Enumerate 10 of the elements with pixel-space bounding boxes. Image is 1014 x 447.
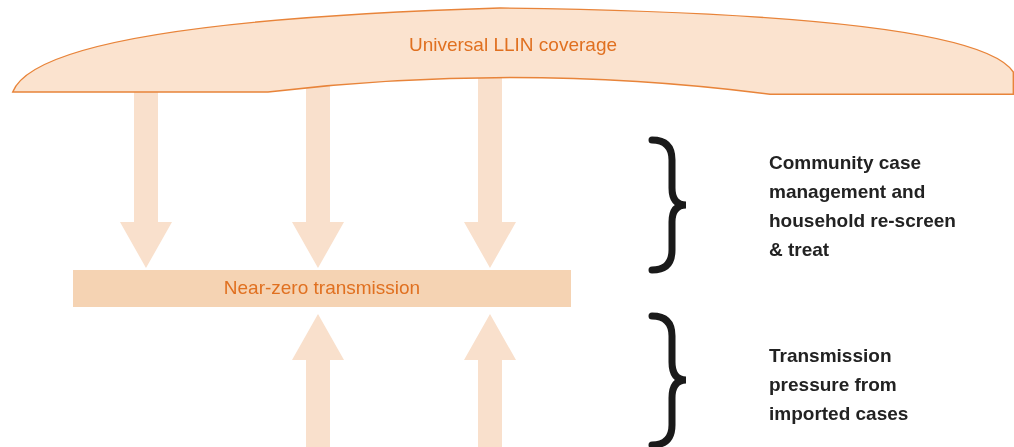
side-note: Community case management and household re-screen & treat (769, 151, 957, 262)
node-title: Universal LLIN coverage (408, 32, 617, 57)
block-arrow (120, 91, 172, 268)
block-arrow (292, 314, 344, 447)
node-title: Near-zero transmission (223, 276, 421, 301)
block-arrow (464, 314, 516, 447)
side-note: Transmission pressure from imported cases (769, 344, 910, 426)
block-arrow (292, 85, 344, 268)
process-bar (73, 270, 571, 307)
block-arrow (464, 76, 516, 268)
